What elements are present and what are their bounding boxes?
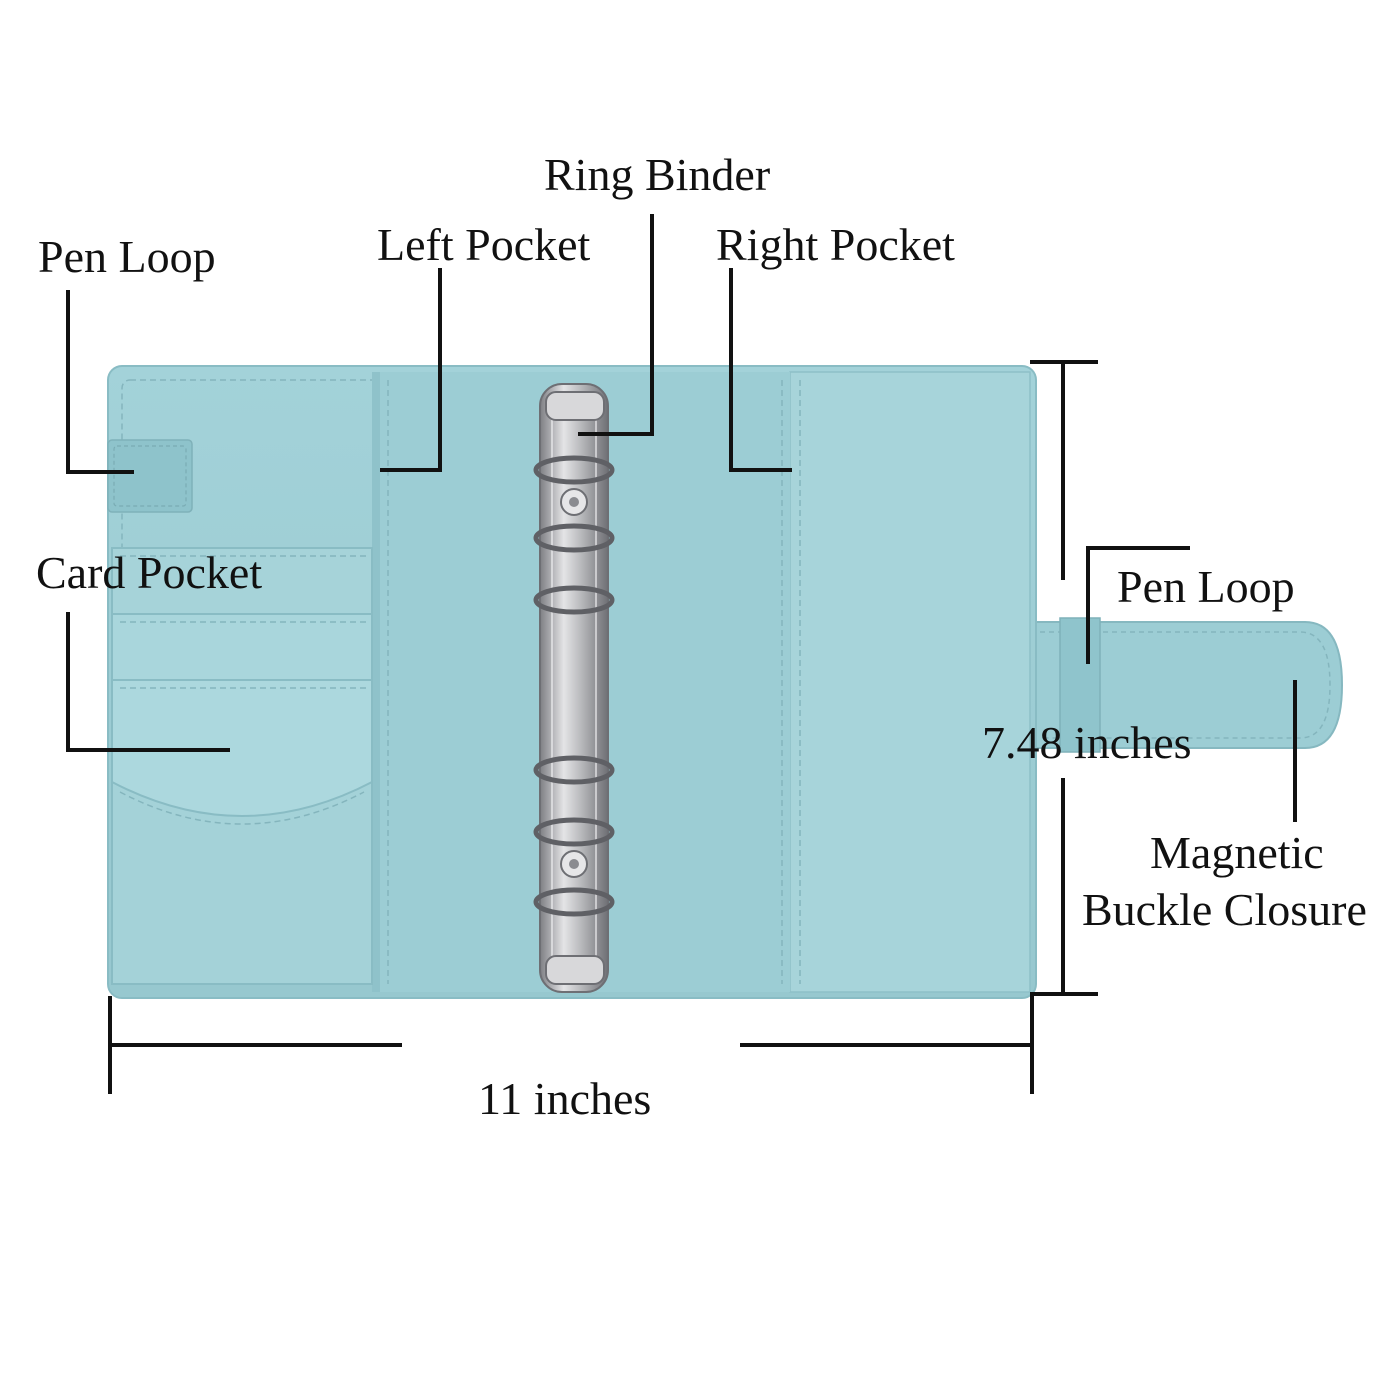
label-magnetic-line2: Buckle Closure xyxy=(1082,884,1367,935)
leader-pen-loop-right xyxy=(1086,546,1190,664)
ring-5 xyxy=(533,817,615,847)
label-width: 11 inches xyxy=(478,1073,652,1124)
label-left-pocket: Left Pocket xyxy=(377,219,591,270)
leader-ring-binder xyxy=(578,214,654,436)
ring-1 xyxy=(533,455,615,485)
label-magnetic-line1: Magnetic xyxy=(1150,827,1324,878)
pen-loop-left-band xyxy=(107,439,193,513)
ring-2 xyxy=(533,523,615,553)
leader-right-pocket xyxy=(729,268,792,472)
right-pocket-panel xyxy=(789,371,1031,993)
pen-loop-right-band xyxy=(1059,617,1101,753)
left-pocket-panel xyxy=(372,372,380,992)
ring-6 xyxy=(533,887,615,917)
leader-pen-loop-left xyxy=(66,290,134,474)
ring-binder-mechanism xyxy=(533,383,615,993)
card-pockets xyxy=(111,547,373,985)
label-pen-loop-left: Pen Loop xyxy=(38,231,216,282)
label-height: 7.48 inches xyxy=(982,717,1192,768)
ring-4 xyxy=(533,755,615,785)
magnetic-buckle-strap xyxy=(1029,617,1344,753)
leader-left-pocket xyxy=(380,268,442,472)
leader-card-pocket xyxy=(66,612,230,752)
label-right-pocket: Right Pocket xyxy=(716,219,955,270)
dimension-lines xyxy=(108,360,1098,1094)
ring-3 xyxy=(533,585,615,615)
label-card-pocket: Card Pocket xyxy=(36,547,263,598)
leader-lines xyxy=(66,214,1297,822)
label-pen-loop-right: Pen Loop xyxy=(1117,561,1295,612)
label-ring-binder: Ring Binder xyxy=(544,149,771,200)
